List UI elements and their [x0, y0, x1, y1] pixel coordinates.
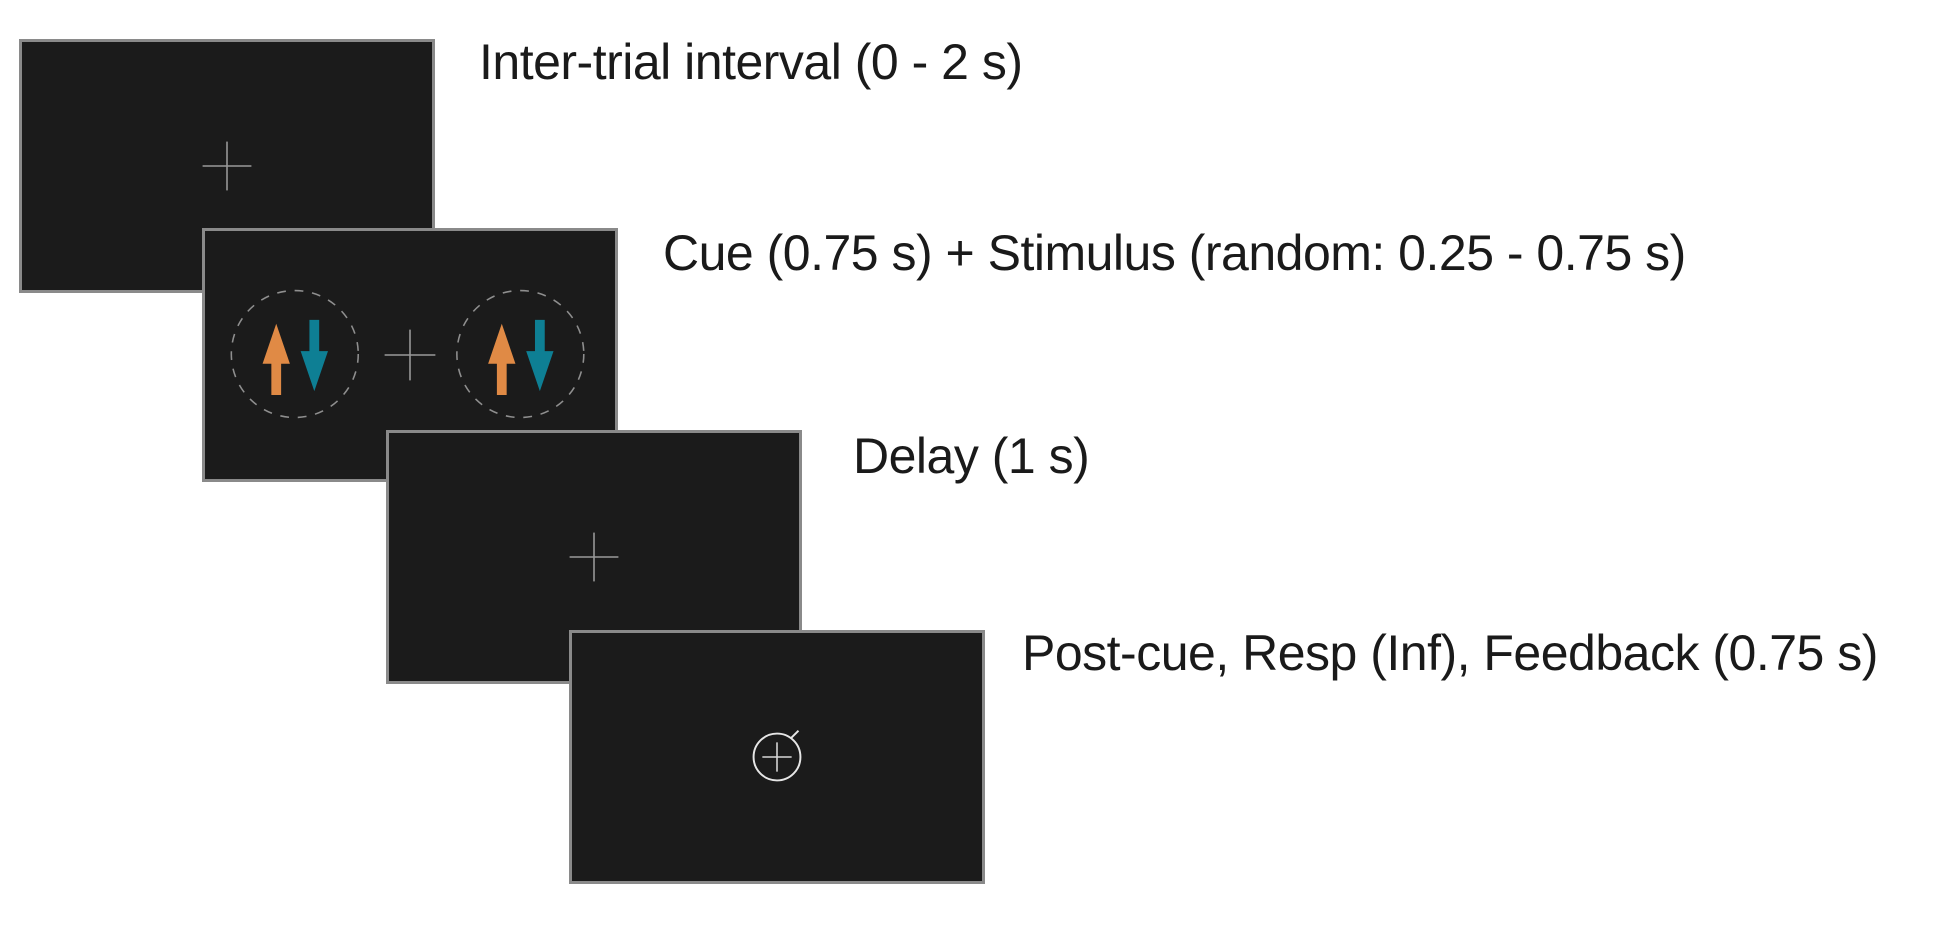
- right-up-arrow-icon: [488, 323, 516, 396]
- right-aperture-icon: [456, 289, 585, 419]
- iti-screen-canvas: [202, 141, 252, 191]
- fixation-cross-icon: [384, 329, 436, 381]
- response-tick-icon: [789, 729, 800, 740]
- iti-label: Inter-trial interval (0 - 2 s): [479, 34, 1023, 90]
- cue-stimulus-label: Cue (0.75 s) + Stimulus (random: 0.25 - …: [663, 225, 1686, 281]
- response-screen-canvas: [752, 729, 802, 782]
- right-down-arrow-icon: [526, 319, 554, 392]
- delay-screen-canvas: [569, 532, 619, 582]
- left-down-arrow-icon: [300, 319, 328, 392]
- response-label: Post-cue, Resp (Inf), Feedback (0.75 s): [1022, 625, 1878, 681]
- left-up-arrow-icon: [262, 323, 290, 396]
- left-aperture-icon: [230, 289, 360, 419]
- response-screen: [569, 630, 985, 884]
- fixation-cross-icon: [202, 141, 252, 191]
- fixation-cross-icon: [569, 532, 619, 582]
- fixation-cross-icon: [762, 742, 792, 772]
- response-dial-icon: [752, 732, 802, 782]
- cue-stimulus-canvas: [230, 289, 585, 419]
- delay-label: Delay (1 s): [853, 428, 1090, 484]
